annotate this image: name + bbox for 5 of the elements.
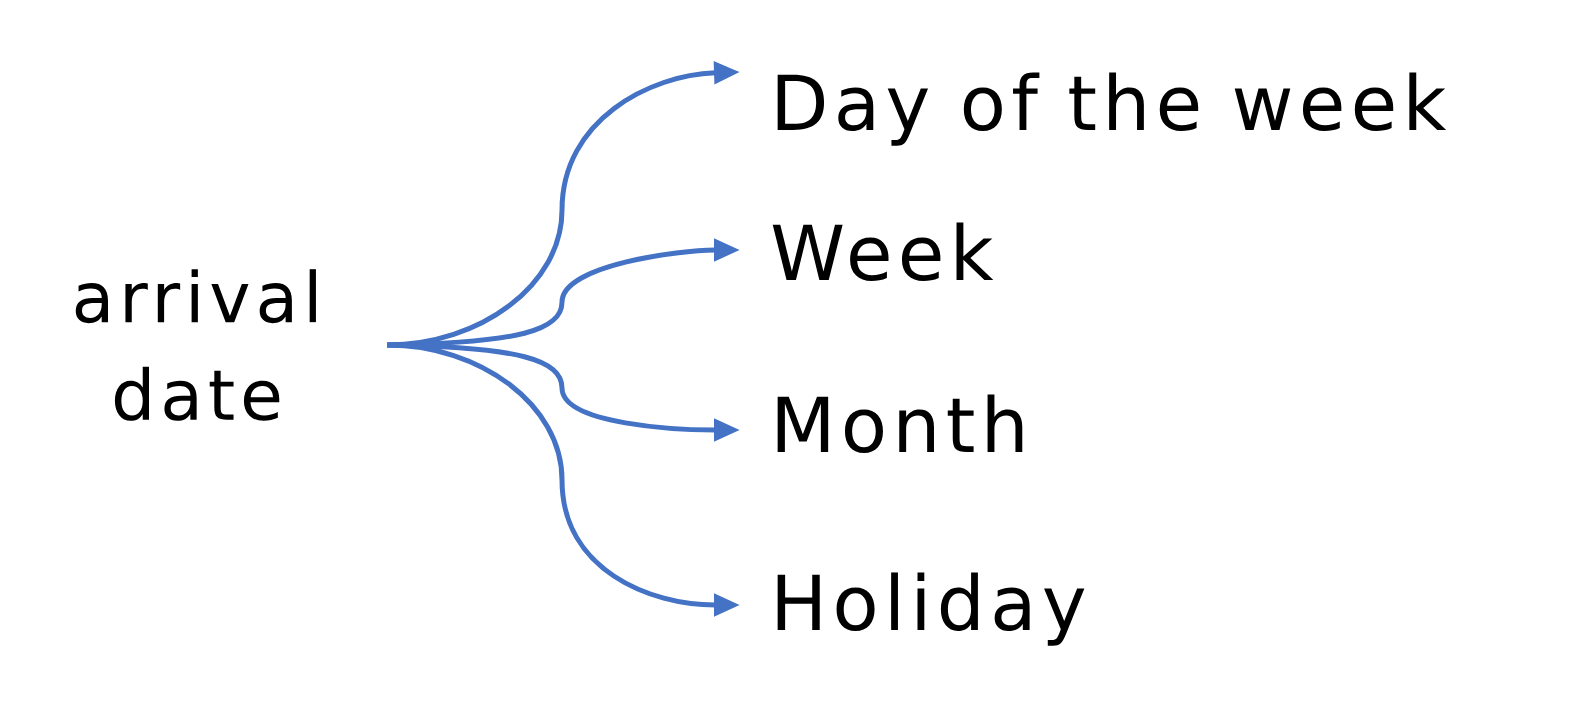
- text-label: Month: [777, 394, 1023, 454]
- text-label: arrival date: [75, 269, 316, 421]
- text-label: Week: [772, 222, 994, 282]
- text-label: Day of the week: [777, 72, 1447, 146]
- text-label: Holiday: [777, 572, 1085, 646]
